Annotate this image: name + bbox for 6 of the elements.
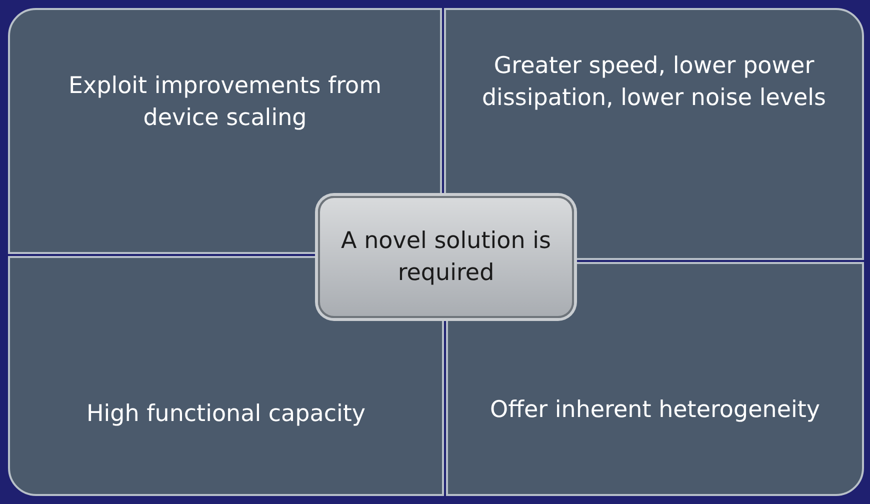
center-box [318,196,574,318]
node-text: High functional capacity [86,400,366,429]
node-text: Greater speed, lower power dissipation, lower noise levels [480,52,828,113]
node-text: A novel solution is required [340,227,552,288]
node-text: Offer inherent heterogeneity [490,396,820,425]
node-text: Exploit improvements from device scaling [67,72,383,133]
